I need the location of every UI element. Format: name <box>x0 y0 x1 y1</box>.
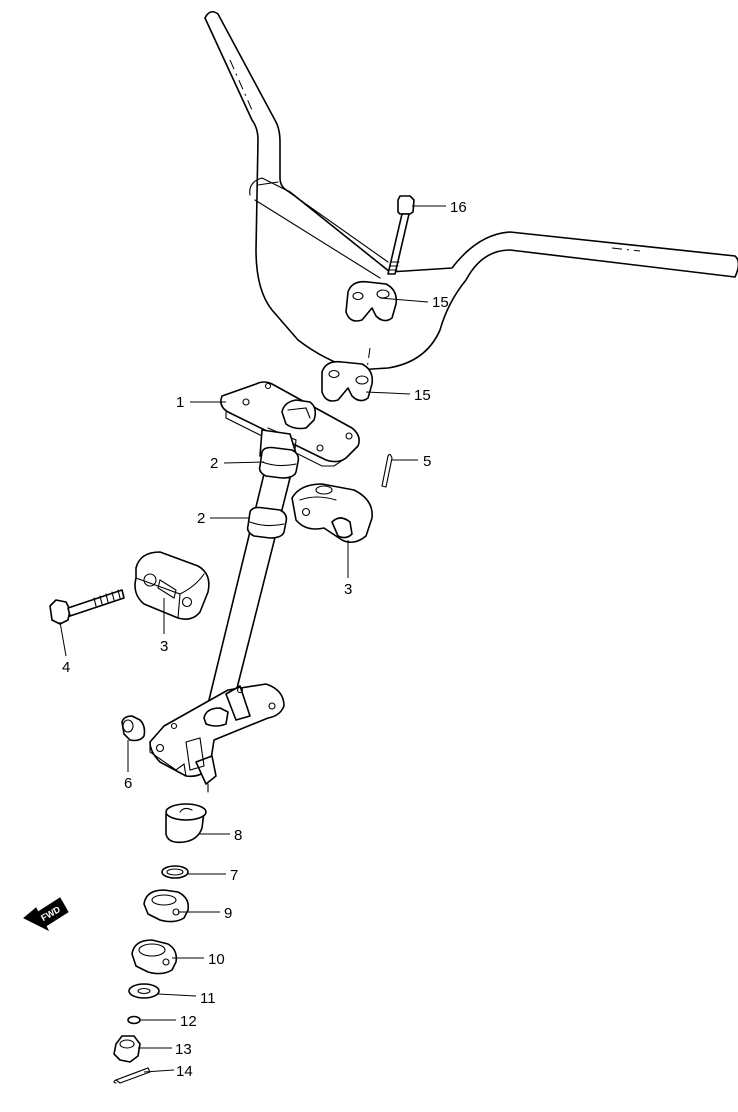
callout-numbers: 16 15 15 1 2 5 2 3 3 4 6 8 7 9 10 11 12 … <box>62 199 467 1080</box>
callout-2-upper: 2 <box>210 455 218 472</box>
callout-6: 6 <box>124 775 132 792</box>
part-11-washer <box>128 983 160 999</box>
callout-15-upper: 15 <box>432 294 449 311</box>
callout-14: 14 <box>176 1063 193 1080</box>
part-9-seal <box>143 889 190 923</box>
part-10-seal <box>131 939 178 975</box>
part-1-upper-bracket <box>220 381 360 467</box>
part-4-bolt <box>49 589 125 625</box>
callout-4: 4 <box>62 659 70 676</box>
callout-3-right: 3 <box>344 581 352 598</box>
part-14-cotter-pin <box>113 1067 151 1084</box>
callout-1: 1 <box>176 394 184 411</box>
lower-bracket <box>149 683 285 793</box>
steering-column <box>207 429 300 709</box>
callout-10: 10 <box>208 951 225 968</box>
part-13-nut <box>113 1035 141 1063</box>
handlebar <box>204 10 738 377</box>
callout-9: 9 <box>224 905 232 922</box>
callout-12: 12 <box>180 1013 197 1030</box>
callout-13: 13 <box>175 1041 192 1058</box>
part-7-washer <box>161 865 189 879</box>
callout-11: 11 <box>200 990 216 1007</box>
callout-16: 16 <box>450 199 467 216</box>
leader-lines <box>59 205 446 1073</box>
part-8-bush <box>165 803 207 844</box>
callout-3-left: 3 <box>160 638 168 655</box>
part-16-bolt <box>387 195 415 275</box>
part-12-washer <box>127 1015 141 1025</box>
part-6-bushing <box>121 715 146 742</box>
part-5-cotter-pin <box>381 453 393 488</box>
fwd-arrow-icon: FWD <box>23 897 69 932</box>
callout-7: 7 <box>230 867 238 884</box>
callout-2-lower: 2 <box>197 510 205 527</box>
part-3-left-clamp <box>134 551 210 620</box>
part-15-lower-holder <box>321 360 374 402</box>
callout-15-lower: 15 <box>414 387 431 404</box>
callout-5: 5 <box>423 453 431 470</box>
callout-8: 8 <box>234 827 242 844</box>
part-15-upper-holder <box>345 280 398 322</box>
part-3-right-clamp <box>291 483 373 544</box>
